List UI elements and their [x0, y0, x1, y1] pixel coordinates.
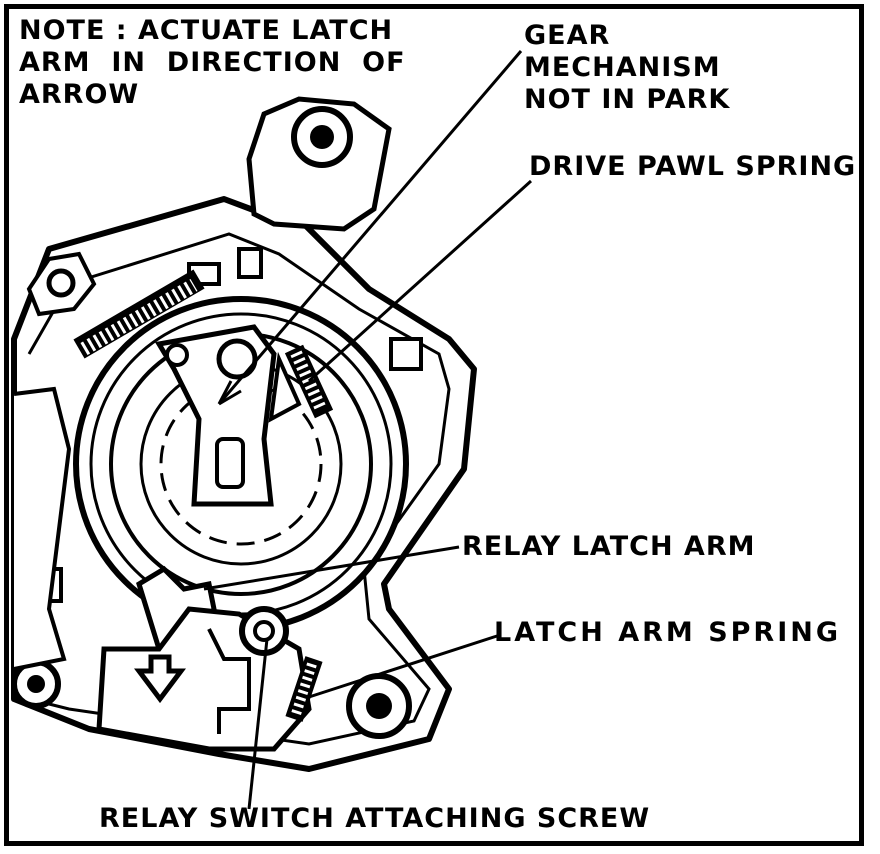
gear-mechanism-label-2: MECHANISM: [524, 52, 721, 83]
drive-pawl-spring-label: DRIVE PAWL SPRING: [529, 151, 857, 182]
leader-latch-arm-spring: [308, 634, 498, 699]
drive-pawl-spring: [268, 344, 334, 423]
latch-arm-spring: [285, 656, 323, 722]
note-line-1: NOTE : ACTUATE LATCH: [19, 15, 394, 46]
note-line-2: ARM IN DIRECTION OF: [19, 47, 406, 78]
leader-relay-switch-screw: [247, 638, 269, 810]
leader-relay-latch-arm: [203, 545, 460, 591]
relay-switch-screw-label: RELAY SWITCH ATTACHING SCREW: [99, 803, 651, 834]
upper-coil-spring: [73, 269, 205, 359]
diagram-frame: NOTE : ACTUATE LATCH ARM IN DIRECTION OF…: [4, 4, 864, 846]
gear-mechanism-label-1: GEAR: [524, 20, 611, 51]
leader-gear-mechanism: [217, 50, 523, 405]
mechanism-drawing: [11, 50, 533, 810]
gear-mechanism-label-3: NOT IN PARK: [524, 84, 731, 115]
note-line-3: ARROW: [19, 79, 140, 110]
left-terminals: [13, 386, 72, 671]
leader-drive-pawl-spring: [307, 179, 533, 383]
leader-lines: [203, 50, 533, 810]
relay-latch-arm-label: RELAY LATCH ARM: [462, 531, 756, 562]
latch-arm-spring-label: LATCH ARM SPRING: [494, 617, 842, 648]
actuate-arrow: [134, 654, 186, 704]
